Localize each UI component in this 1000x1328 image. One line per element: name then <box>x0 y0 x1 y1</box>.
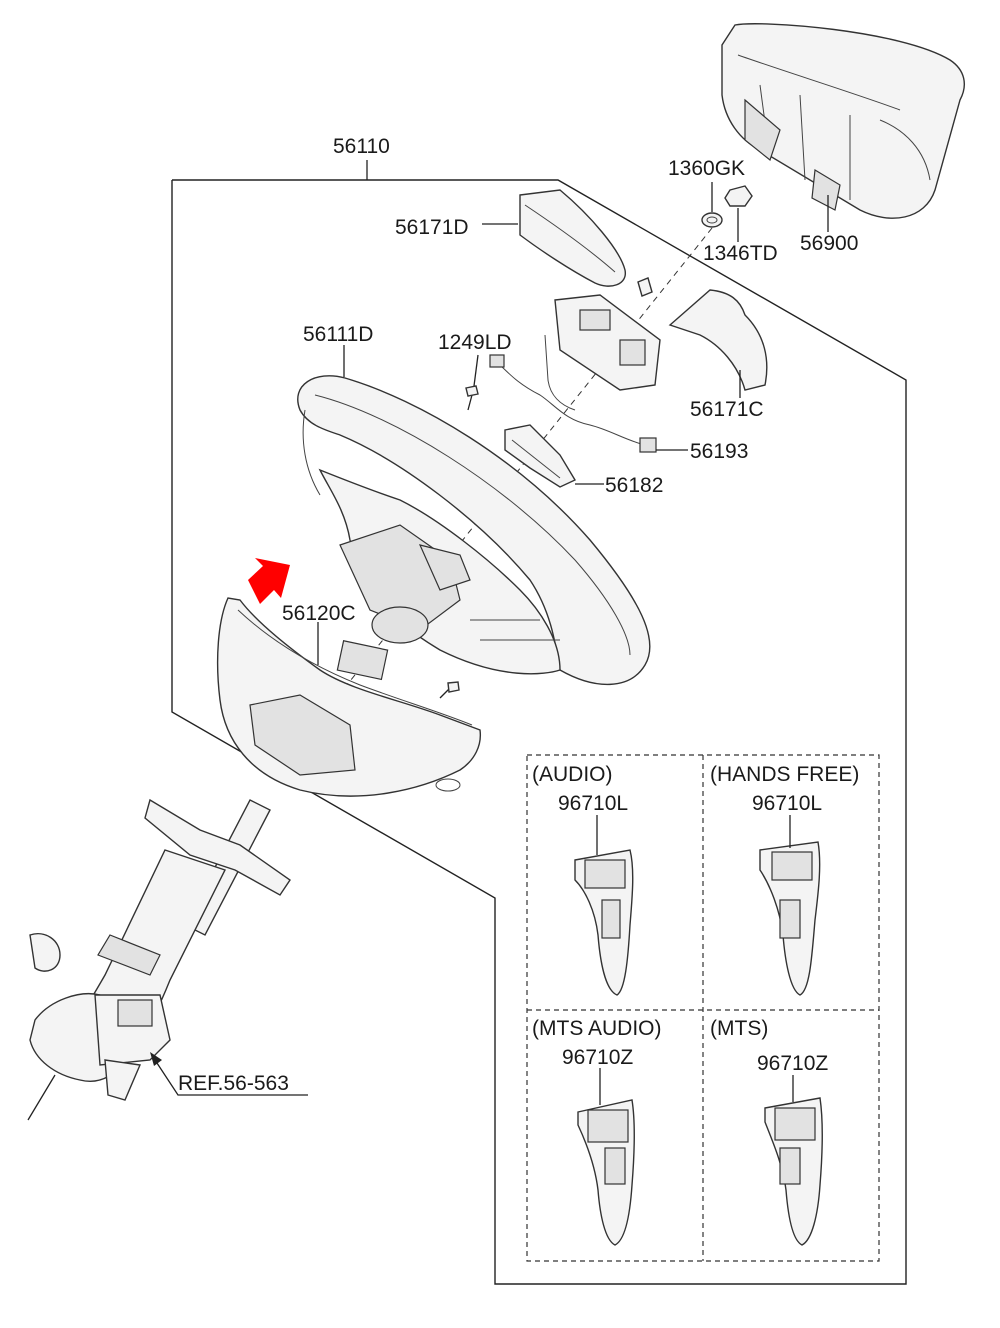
screw-small <box>439 681 460 699</box>
option-title-hands-free: (HANDS FREE) <box>710 763 859 786</box>
switch-mts <box>764 1097 824 1246</box>
label-56110: 56110 <box>333 135 390 158</box>
red-arrow-icon <box>248 558 290 604</box>
options-frame <box>526 754 880 1262</box>
switch-hands-free <box>759 841 821 996</box>
option-part-mts: 96710Z <box>757 1052 828 1075</box>
option-part-audio: 96710L <box>558 792 628 815</box>
label-1249ld: 1249LD <box>438 331 512 354</box>
harness-56193 <box>489 334 657 453</box>
nut-1346td <box>724 185 753 207</box>
label-56171d: 56171D <box>395 216 469 239</box>
steering-column <box>27 798 291 1121</box>
label-ref-56-563: REF.56-563 <box>178 1072 289 1095</box>
nut-1360gk <box>701 212 723 228</box>
steering-wheel <box>297 375 651 686</box>
option-part-hands-free: 96710L <box>752 792 822 815</box>
bolt-1249ld <box>465 385 479 411</box>
option-title-mts-audio: (MTS AUDIO) <box>532 1017 662 1040</box>
switch-audio <box>574 849 634 996</box>
label-56193: 56193 <box>690 440 748 463</box>
label-56182: 56182 <box>605 474 663 497</box>
label-56171c: 56171C <box>690 398 764 421</box>
option-title-audio: (AUDIO) <box>532 763 613 786</box>
damper-56182 <box>504 424 576 488</box>
airbag-module <box>721 23 966 219</box>
label-1346td: 1346TD <box>703 242 778 265</box>
lower-cover-56120c <box>216 597 482 797</box>
switch-bracket <box>554 277 661 391</box>
option-title-mts: (MTS) <box>710 1017 768 1040</box>
label-1360gk: 1360GK <box>668 157 745 180</box>
cover-56171d <box>519 189 626 287</box>
label-56900: 56900 <box>800 232 858 255</box>
leader-1249ld <box>473 354 479 387</box>
label-56120c: 56120C <box>282 602 356 625</box>
cover-56171c <box>668 289 768 391</box>
assembly-outline <box>171 179 907 1285</box>
column-ref-leader <box>150 1052 308 1096</box>
label-56111d: 56111D <box>303 323 373 346</box>
option-part-mts-audio: 96710Z <box>562 1046 633 1069</box>
switch-mts-audio <box>577 1099 636 1246</box>
